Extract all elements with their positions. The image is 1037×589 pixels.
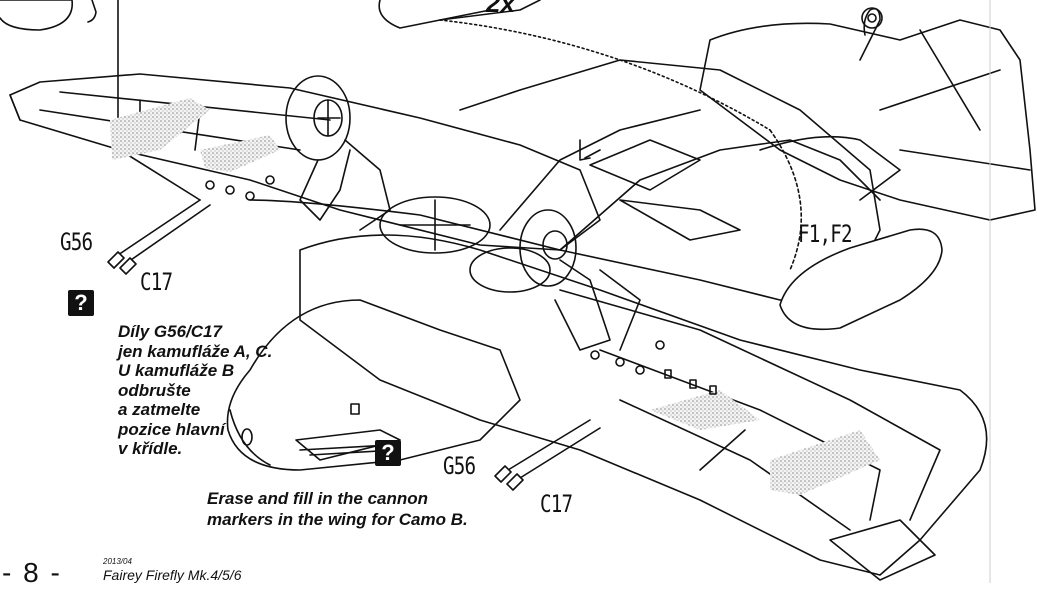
page-number: - 8 - xyxy=(2,557,62,588)
model-name: Fairey Firefly Mk.4/5/6 xyxy=(103,567,242,583)
note-english: Erase and fill in the cannon markers in … xyxy=(207,488,547,530)
engine-nose xyxy=(226,299,521,471)
note-czech: Díly G56/C17 jen kamufláže A, C. U kamuf… xyxy=(118,322,273,459)
document-date: 2013/04 xyxy=(103,557,132,566)
part-label-g56-right: G56 xyxy=(443,452,476,480)
question-icon: ? xyxy=(68,290,94,316)
note-czech-line: v křídle. xyxy=(118,439,183,458)
note-english-line: markers in the wing for Camo B. xyxy=(207,510,468,529)
note-english-line: Erase and fill in the cannon xyxy=(207,489,429,508)
note-czech-line: odbrušte xyxy=(118,380,191,400)
droptank-right xyxy=(779,228,943,331)
note-czech-line: jen kamufláže A, C. xyxy=(118,341,273,361)
left-wing xyxy=(9,73,601,251)
part-label-c17-right: C17 xyxy=(540,490,573,518)
note-czech-line: a zatmelte xyxy=(118,400,201,419)
question-icon: ? xyxy=(375,440,401,466)
tailplane xyxy=(699,19,1036,221)
quantity-mark: 2x xyxy=(486,0,515,18)
note-czech-line: pozice hlavní xyxy=(118,419,225,439)
part-label-c17-left: C17 xyxy=(140,268,173,296)
note-czech-line: Díly G56/C17 xyxy=(118,322,222,341)
part-label-f1f2: F1,F2 xyxy=(798,220,853,248)
part-label-g56-left: G56 xyxy=(60,228,93,256)
note-czech-line: U kamufláže B xyxy=(118,361,235,380)
droptank-top-left xyxy=(0,0,73,31)
